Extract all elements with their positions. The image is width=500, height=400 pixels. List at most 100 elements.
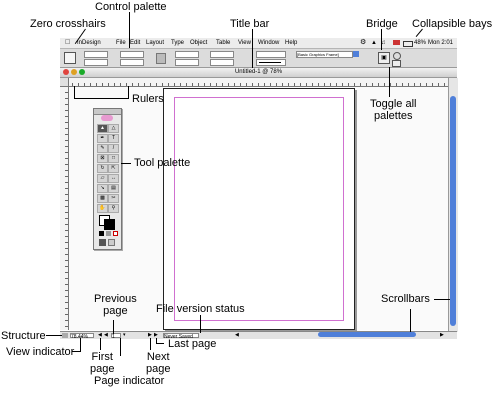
scale-tool-icon[interactable]: ⇱ bbox=[108, 164, 119, 173]
minimize-window-icon[interactable] bbox=[71, 69, 77, 75]
rectangle-tool-icon[interactable]: □ bbox=[108, 154, 119, 163]
document-title-bar[interactable]: Untitled-1 @ 78% bbox=[60, 68, 457, 78]
menu-type[interactable]: Type bbox=[171, 40, 185, 46]
callout-next-page: Next page bbox=[146, 351, 170, 375]
margin-guides bbox=[174, 97, 344, 321]
leader-title-bar bbox=[252, 29, 253, 68]
leader-scrollbars-v bbox=[410, 309, 411, 332]
callout-bridge: Bridge bbox=[366, 18, 398, 30]
menu-window[interactable]: Window bbox=[258, 40, 280, 46]
horizontal-scroll-thumb[interactable] bbox=[318, 332, 416, 337]
status-bar: 78.44% ◀ ◀ 1 ▾ ▶ ▶ Never Saved ◀ ▶ bbox=[60, 331, 457, 340]
zoom-window-icon[interactable] bbox=[79, 69, 85, 75]
leader-toggle-palettes bbox=[389, 67, 390, 97]
scale-x-field[interactable] bbox=[175, 51, 199, 58]
selection-tool-icon[interactable]: ▲ bbox=[97, 124, 108, 133]
wifi-icon[interactable]: ▲ bbox=[371, 40, 377, 46]
last-page-icon[interactable]: ▶ bbox=[154, 332, 158, 338]
constrain-proportions-icon[interactable] bbox=[156, 53, 166, 64]
zero-crosshairs-icon[interactable] bbox=[60, 78, 69, 87]
gradient-tool-icon[interactable]: ▤ bbox=[108, 184, 119, 193]
normal-view-icon[interactable] bbox=[99, 239, 106, 246]
leader-tool-palette bbox=[121, 163, 131, 164]
stroke-type-field[interactable] bbox=[256, 59, 286, 66]
scroll-right-icon[interactable]: ▶ bbox=[440, 332, 444, 338]
document-page[interactable] bbox=[163, 88, 355, 330]
structure-pane-icon[interactable] bbox=[62, 333, 68, 338]
scale-y-field[interactable] bbox=[175, 59, 199, 66]
pencil-tool-icon[interactable]: ✎ bbox=[97, 144, 108, 153]
apple-icon[interactable]:  bbox=[65, 38, 70, 48]
menu-view[interactable]: View bbox=[238, 40, 251, 46]
volume-icon[interactable]: ♫ bbox=[381, 40, 386, 46]
leader-file-status bbox=[200, 315, 201, 333]
menu-help[interactable]: Help bbox=[285, 40, 298, 46]
y-field[interactable] bbox=[84, 59, 108, 66]
stroke-swatch-icon[interactable] bbox=[104, 219, 115, 230]
zoom-field[interactable]: 78.44% bbox=[70, 333, 94, 340]
callout-toggle-line1: Toggle all bbox=[370, 98, 417, 110]
next-page-icon[interactable]: ▶ bbox=[148, 332, 152, 338]
menu-layout[interactable]: Layout bbox=[146, 40, 165, 46]
eyedropper-tool-icon[interactable]: ↘ bbox=[97, 184, 108, 193]
leader-structure bbox=[46, 335, 62, 336]
file-status-field[interactable]: Never Saved bbox=[163, 333, 199, 340]
page-number-field[interactable]: 1 bbox=[111, 333, 121, 340]
preview-view-icon[interactable] bbox=[108, 239, 115, 246]
rotate-tool-icon[interactable]: ↻ bbox=[97, 164, 108, 173]
tool-palette-handle[interactable] bbox=[94, 109, 121, 115]
scissors-tool-icon[interactable]: ✂ bbox=[108, 194, 119, 203]
reference-point-icon[interactable] bbox=[64, 52, 76, 64]
menu-table[interactable]: Table bbox=[216, 40, 231, 46]
menu-object[interactable]: Object bbox=[190, 40, 208, 46]
shear-tool-icon[interactable]: ▱ bbox=[97, 174, 108, 183]
stroke-weight-field[interactable] bbox=[256, 51, 286, 58]
rectangle-frame-tool-icon[interactable]: ⊠ bbox=[97, 154, 108, 163]
width-field[interactable] bbox=[120, 51, 144, 58]
leader-rulers-h bbox=[74, 98, 129, 99]
shear-field[interactable] bbox=[210, 59, 234, 66]
free-transform-tool-icon[interactable]: ↔ bbox=[108, 174, 119, 183]
menu-indesign[interactable]: InDesign bbox=[77, 40, 101, 46]
apply-color-icon[interactable] bbox=[99, 231, 104, 236]
leader-view-indicator-h bbox=[72, 351, 81, 352]
previous-page-icon[interactable]: ◀ bbox=[104, 332, 108, 338]
callout-title-bar: Title bar bbox=[230, 18, 270, 30]
scroll-left-icon[interactable]: ◀ bbox=[235, 332, 239, 338]
pen-tool-icon[interactable]: ✒ bbox=[97, 134, 108, 143]
callout-tool-palette: Tool palette bbox=[134, 157, 191, 169]
flag-icon[interactable] bbox=[393, 40, 400, 45]
toggle-palettes-icon[interactable] bbox=[392, 60, 401, 67]
callout-last-page: Last page bbox=[168, 338, 217, 350]
callout-first-line1: First bbox=[91, 351, 113, 363]
x-field[interactable] bbox=[84, 51, 108, 58]
script-icon[interactable]: ⚙ bbox=[360, 39, 367, 46]
callout-control-palette: Control palette bbox=[95, 1, 167, 13]
apply-none-icon[interactable] bbox=[113, 231, 118, 236]
indesign-logo-icon[interactable] bbox=[101, 115, 113, 121]
horizontal-ruler[interactable] bbox=[60, 78, 448, 87]
height-field[interactable] bbox=[120, 59, 144, 66]
direct-selection-tool-icon[interactable]: △ bbox=[108, 124, 119, 133]
callout-first-line2: page bbox=[90, 363, 115, 375]
first-page-icon[interactable]: ◀ bbox=[98, 332, 102, 338]
zoom-tool-icon[interactable]: ⚲ bbox=[108, 204, 119, 213]
vertical-ruler[interactable] bbox=[60, 86, 69, 330]
type-tool-icon[interactable]: T bbox=[108, 134, 119, 143]
menu-file[interactable]: File bbox=[116, 40, 126, 46]
line-tool-icon[interactable]: / bbox=[108, 144, 119, 153]
apply-gradient-icon[interactable] bbox=[106, 231, 111, 236]
hand-tool-icon[interactable]: ✋ bbox=[97, 204, 108, 213]
menu-edit[interactable]: Edit bbox=[130, 40, 141, 46]
palette-menu-icon[interactable] bbox=[393, 52, 401, 60]
vertical-scroll-thumb[interactable] bbox=[450, 96, 456, 326]
style-dropdown-icon[interactable] bbox=[353, 51, 359, 57]
callout-file-version-status: File version status bbox=[156, 303, 245, 315]
object-style-field[interactable]: [Basic Graphics Frame] bbox=[296, 51, 353, 58]
rotation-field[interactable] bbox=[210, 51, 234, 58]
bridge-icon[interactable]: ▣ bbox=[378, 52, 390, 64]
page-dropdown-icon[interactable]: ▾ bbox=[123, 332, 126, 338]
leader-control-palette bbox=[129, 12, 130, 48]
button-tool-icon[interactable]: ▩ bbox=[97, 194, 108, 203]
close-window-icon[interactable] bbox=[63, 69, 69, 75]
